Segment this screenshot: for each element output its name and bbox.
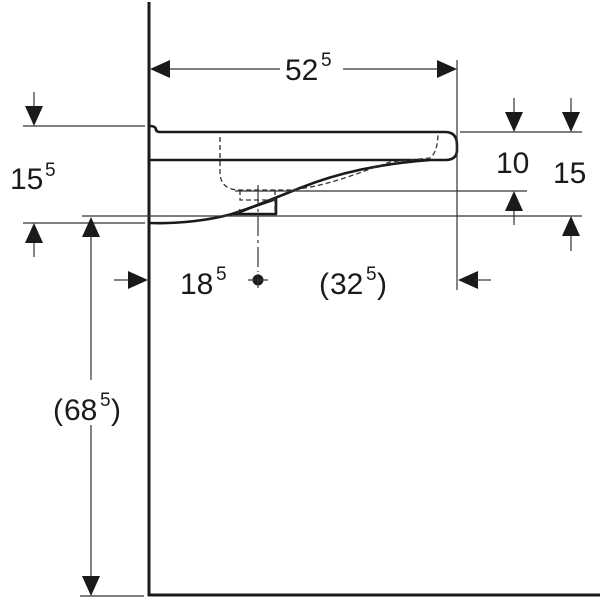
mount-height-sup: 5 bbox=[100, 390, 111, 411]
arrow-down-icon bbox=[25, 106, 43, 126]
arrow-up-icon bbox=[25, 223, 43, 243]
mount-height-open: ( bbox=[53, 394, 63, 427]
drain-outlet bbox=[230, 197, 278, 216]
drain-to-front-open: ( bbox=[319, 268, 329, 301]
dimension-width: 52 5 bbox=[150, 50, 458, 290]
drain-centerline bbox=[248, 185, 268, 288]
drain-dashed-line bbox=[239, 190, 275, 201]
drain-offset-sup: 5 bbox=[216, 264, 227, 285]
front-thickness-value: 15 bbox=[10, 163, 43, 196]
washbasin-outline bbox=[149, 124, 459, 225]
mount-height-close: ) bbox=[111, 394, 121, 427]
drain-to-front-sup: 5 bbox=[366, 264, 377, 285]
wall-and-floor bbox=[147, 2, 600, 597]
arrow-down-15-icon bbox=[562, 112, 580, 132]
drain-to-front-close: ) bbox=[377, 268, 387, 301]
dimension-drain-to-front: ( 32 5 ) bbox=[319, 264, 491, 301]
front-thickness-sup: 5 bbox=[45, 160, 56, 181]
drain-outlet-edge bbox=[236, 208, 241, 215]
arrow-up-10-icon bbox=[505, 191, 523, 211]
arrow-up-icon bbox=[82, 217, 100, 237]
arrow-left-icon bbox=[458, 271, 478, 289]
hidden-bowl bbox=[219, 131, 439, 212]
arrow-up-15-icon bbox=[562, 216, 580, 236]
arrow-down-10-icon bbox=[505, 112, 523, 132]
arrow-down-icon bbox=[82, 576, 100, 596]
basin-rim bbox=[149, 124, 459, 162]
arrow-right-icon bbox=[128, 271, 148, 289]
rim-height-value: 10 bbox=[496, 147, 529, 180]
basin-wall-bracket-curve bbox=[149, 212, 233, 225]
dimension-mount-height: ( 68 5 ) bbox=[53, 217, 144, 597]
width-value: 52 bbox=[285, 54, 318, 87]
arrow-right-icon bbox=[437, 60, 457, 78]
basin-underside-curve bbox=[234, 158, 431, 216]
arrow-left-icon bbox=[150, 60, 170, 78]
drain-to-front-value: 32 bbox=[330, 268, 363, 301]
dimension-right-heights: 10 15 bbox=[82, 98, 586, 251]
front-height-value: 15 bbox=[553, 157, 586, 190]
width-sup: 5 bbox=[321, 50, 332, 71]
drain-offset-value: 18 bbox=[180, 268, 213, 301]
dimension-front-thickness: 15 5 bbox=[10, 92, 145, 257]
bowl-dashed-line bbox=[219, 131, 439, 191]
dimension-drain-offset: 18 5 bbox=[114, 264, 227, 301]
mount-height-value: 68 bbox=[64, 394, 97, 427]
